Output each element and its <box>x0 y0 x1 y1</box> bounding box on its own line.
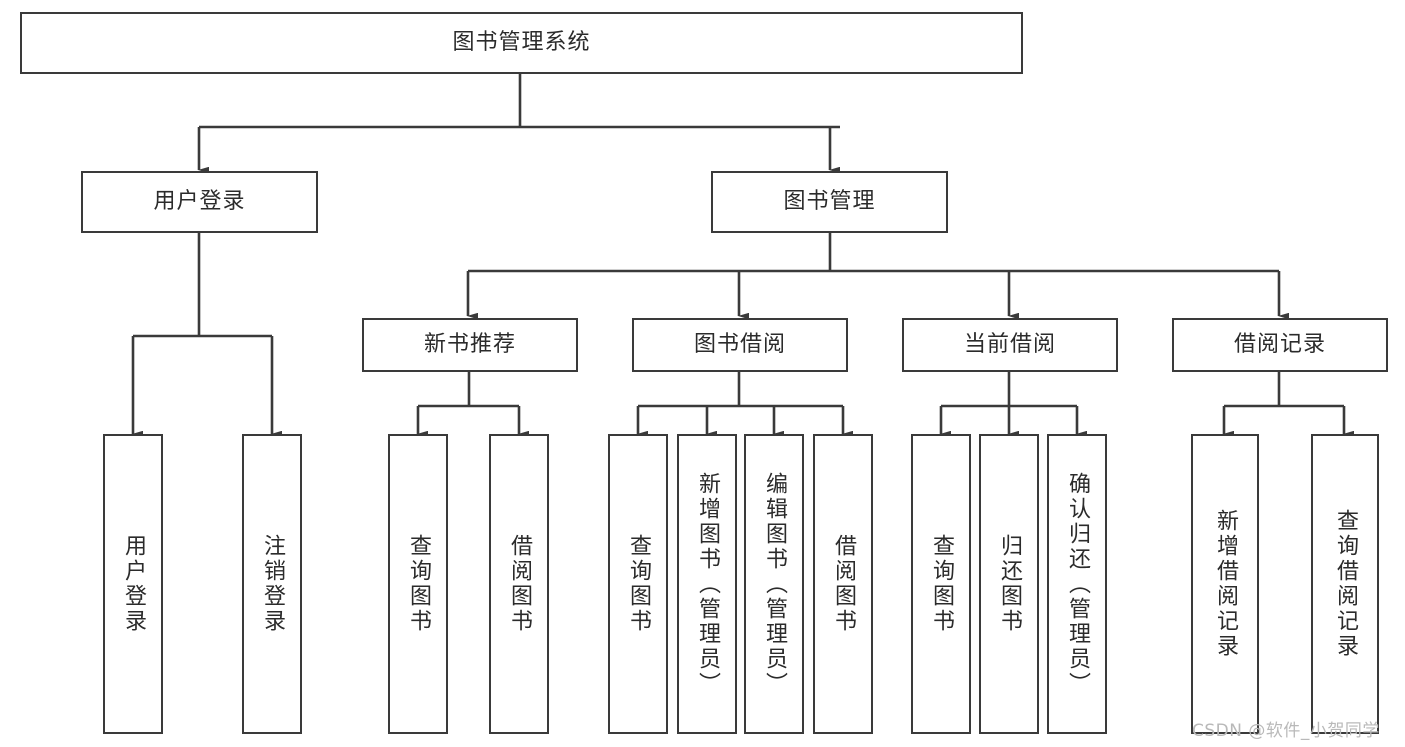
leaf-new-book-query[interactable]: 查询图书 <box>388 434 448 734</box>
leaf-user-login-login[interactable]: 用户登录 <box>103 434 163 734</box>
leaf-label: 新增借阅记录 <box>1212 509 1238 659</box>
node-borrow-record-label: 借阅记录 <box>1233 332 1326 357</box>
leaf-label: 新增图书（管理员） <box>694 471 720 697</box>
node-borrow-record[interactable]: 借阅记录 <box>1172 318 1388 372</box>
leaf-book-borrow-borrow[interactable]: 借阅图书 <box>813 434 873 734</box>
node-user-login[interactable]: 用户登录 <box>81 171 318 233</box>
leaf-label: 注销登录 <box>259 534 285 634</box>
node-book-borrow-label: 图书借阅 <box>693 332 786 357</box>
leaf-label: 查询借阅记录 <box>1332 509 1358 659</box>
leaf-label: 归还图书 <box>996 534 1022 634</box>
leaf-label: 确认归还（管理员） <box>1064 471 1090 697</box>
node-book-borrow[interactable]: 图书借阅 <box>632 318 848 372</box>
leaf-current-borrow-query[interactable]: 查询图书 <box>911 434 971 734</box>
leaf-label: 借阅图书 <box>830 534 856 634</box>
leaf-book-borrow-query[interactable]: 查询图书 <box>608 434 668 734</box>
leaf-label: 查询图书 <box>928 534 954 634</box>
node-root-label: 图书管理系统 <box>452 30 591 55</box>
leaf-label: 查询图书 <box>625 534 651 634</box>
leaf-label: 编辑图书（管理员） <box>761 471 787 697</box>
node-new-book-recommend[interactable]: 新书推荐 <box>362 318 578 372</box>
node-current-borrow-label: 当前借阅 <box>963 332 1056 357</box>
leaf-book-borrow-add[interactable]: 新增图书（管理员） <box>677 434 737 734</box>
leaf-label: 用户登录 <box>120 534 146 634</box>
leaf-book-borrow-edit[interactable]: 编辑图书（管理员） <box>744 434 804 734</box>
node-user-login-label: 用户登录 <box>153 189 246 214</box>
node-book-management[interactable]: 图书管理 <box>711 171 948 233</box>
leaf-user-login-logout[interactable]: 注销登录 <box>242 434 302 734</box>
csdn-watermark: CSDN @软件_小贺同学 <box>1192 721 1380 741</box>
node-current-borrow[interactable]: 当前借阅 <box>902 318 1118 372</box>
leaf-borrow-record-add[interactable]: 新增借阅记录 <box>1191 434 1259 734</box>
leaf-current-borrow-confirm-return[interactable]: 确认归还（管理员） <box>1047 434 1107 734</box>
leaf-new-book-borrow[interactable]: 借阅图书 <box>489 434 549 734</box>
leaf-label: 借阅图书 <box>506 534 532 634</box>
leaf-current-borrow-return[interactable]: 归还图书 <box>979 434 1039 734</box>
leaf-borrow-record-query[interactable]: 查询借阅记录 <box>1311 434 1379 734</box>
node-book-management-label: 图书管理 <box>783 189 876 214</box>
node-root[interactable]: 图书管理系统 <box>20 12 1023 74</box>
node-new-book-recommend-label: 新书推荐 <box>423 332 516 357</box>
leaf-label: 查询图书 <box>405 534 431 634</box>
